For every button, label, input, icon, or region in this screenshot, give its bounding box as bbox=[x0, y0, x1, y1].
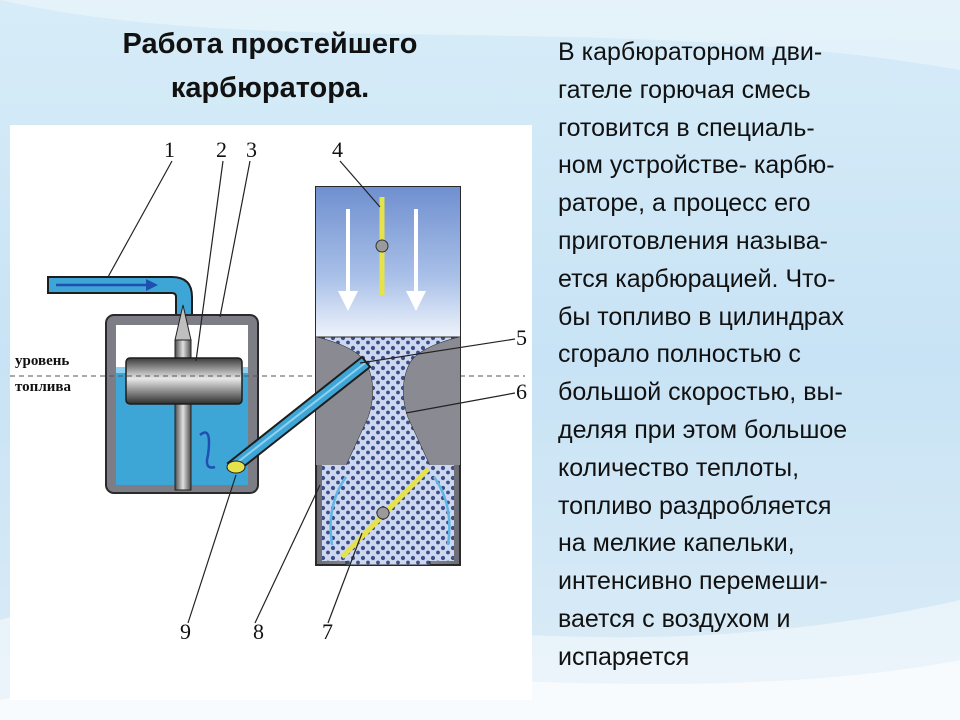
leader-line-7 bbox=[327, 532, 363, 624]
body-line: В карбюраторном дви- bbox=[558, 38, 823, 66]
body-line: готовится в специаль- bbox=[558, 113, 815, 142]
fuel-level-label-line: уровень bbox=[15, 353, 69, 369]
body-line: на мелкие капельки, bbox=[558, 529, 795, 558]
needle-valve bbox=[174, 304, 192, 341]
carburetor-diagram: 1 2 3 4 5 6 9 8 7 уровень топлива bbox=[10, 125, 532, 700]
fuel-flow-arrowhead bbox=[146, 279, 158, 291]
callout-3: 3 bbox=[246, 137, 257, 162]
callout-4: 4 bbox=[332, 137, 343, 162]
leader-line-4 bbox=[339, 160, 381, 208]
air-damper-axis bbox=[375, 239, 389, 253]
body-line: сгорало полностью с bbox=[558, 340, 801, 369]
body-line: ется карбюрацией. Что- bbox=[558, 264, 836, 293]
leader-line-6 bbox=[405, 392, 516, 414]
leader-line-2 bbox=[195, 160, 224, 362]
fuel-level-label-line: топлива bbox=[15, 379, 71, 395]
body-line: интенсивно перемеши- bbox=[558, 567, 828, 596]
mixture-flow-arrow-left bbox=[329, 476, 348, 546]
fuel-jet-opening bbox=[226, 460, 246, 474]
mixture-flow-arrow-right bbox=[432, 476, 451, 546]
body-line: ном устройстве- карбю- bbox=[558, 151, 835, 180]
body-line: бы топливо в цилиндрах bbox=[558, 302, 845, 331]
body-line: гателе горючая смесь bbox=[558, 75, 811, 104]
body-paragraph: В карбюраторном дви- гателе горючая смес… bbox=[558, 34, 953, 677]
venturi-right-wall bbox=[403, 337, 460, 465]
callout-1: 1 bbox=[164, 137, 175, 162]
body-line: деляя при этом большое bbox=[558, 415, 848, 444]
float bbox=[125, 357, 243, 405]
atomizer-jet-channel bbox=[233, 362, 366, 466]
body-line: раторе, а процесс его bbox=[558, 189, 811, 218]
callout-2: 2 bbox=[216, 137, 227, 162]
callout-6: 6 bbox=[516, 379, 527, 404]
title-line: карбюратора. bbox=[170, 72, 370, 104]
callout-7: 7 bbox=[322, 619, 333, 644]
slide-title: Работа простейшего карбюратора. bbox=[40, 22, 500, 110]
callout-5: 5 bbox=[516, 325, 527, 350]
title-line: Работа простейшего bbox=[122, 28, 418, 60]
body-line: топливо раздробляется bbox=[558, 491, 832, 520]
fuel-flow-to-jet-arrow bbox=[199, 431, 216, 469]
callout-9: 9 bbox=[180, 619, 191, 644]
throttle-valve-axis bbox=[376, 506, 390, 520]
leader-line-9 bbox=[187, 474, 237, 624]
body-line: количество теплоты, bbox=[558, 453, 800, 482]
callout-8: 8 bbox=[253, 619, 264, 644]
body-line: приготовления называ- bbox=[558, 226, 828, 255]
air-flow-arrowhead-left bbox=[338, 291, 358, 311]
leader-line-8 bbox=[254, 484, 321, 624]
leader-line-3 bbox=[219, 160, 251, 318]
air-intake-channel bbox=[316, 187, 460, 337]
body-line: большой скоростью, вы- bbox=[558, 378, 843, 407]
body-line: вается с воздухом и bbox=[558, 604, 791, 633]
leader-line-1 bbox=[107, 160, 173, 278]
leader-line-5 bbox=[359, 338, 516, 364]
body-line: испаряется bbox=[558, 642, 690, 671]
air-flow-arrowhead-right bbox=[406, 291, 426, 311]
